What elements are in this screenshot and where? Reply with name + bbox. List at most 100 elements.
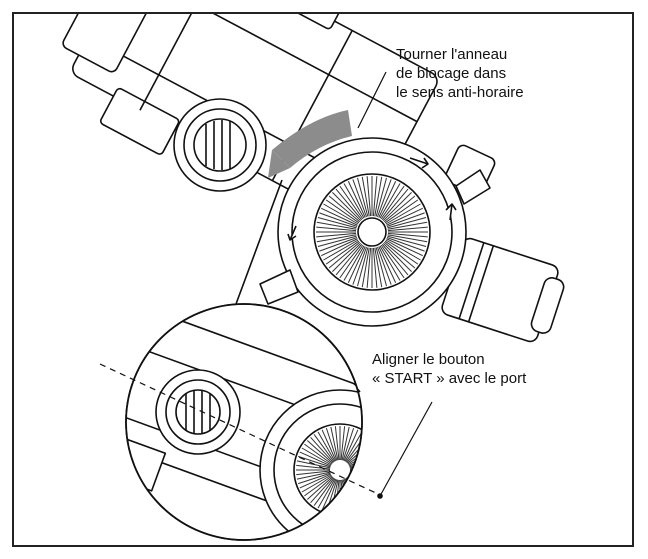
grill-slot xyxy=(348,474,362,493)
grill-slot xyxy=(339,185,364,220)
grill-slot xyxy=(383,195,416,223)
lens-guide-top xyxy=(235,179,283,305)
grill-slot xyxy=(316,226,357,232)
grill-slot xyxy=(334,426,340,461)
grill-slot xyxy=(296,470,331,476)
grill-slot xyxy=(380,244,405,279)
grill-slot xyxy=(386,237,425,252)
grill-slot xyxy=(343,429,359,462)
left-port xyxy=(173,98,267,192)
grill-slot xyxy=(380,185,405,220)
grill-slot xyxy=(316,234,357,243)
grill-slot xyxy=(306,476,333,500)
grill-slot xyxy=(372,247,378,288)
ring-instruction-line-2: de blocage dans xyxy=(396,65,507,82)
alignment-dashed-line xyxy=(99,363,379,495)
grill-slot xyxy=(297,472,331,485)
grill-slot xyxy=(306,440,333,464)
grill-slot xyxy=(344,431,362,462)
grill-slot xyxy=(335,243,363,276)
start-instruction-callout: Aligner le bouton « START » avec le port xyxy=(372,350,526,388)
grill-slot xyxy=(310,477,334,504)
grill-slot xyxy=(339,244,364,279)
rotation-arrow-head xyxy=(268,150,290,178)
grill-slot xyxy=(332,192,362,222)
grill-slot xyxy=(347,181,366,218)
ring-direction-arrows xyxy=(287,157,457,241)
grill-slot xyxy=(374,247,383,288)
grill-slot xyxy=(379,183,401,219)
grill-slot xyxy=(321,478,337,511)
grill-slot xyxy=(352,179,367,218)
ring-instruction-callout: Tourner l'anneau de blocage dans le sens… xyxy=(396,45,524,102)
grill-slot xyxy=(386,212,425,227)
grill-slot xyxy=(345,434,362,463)
grill-slot xyxy=(313,477,335,506)
grill-slot xyxy=(374,176,383,217)
grill-slot xyxy=(349,471,362,480)
grill-slot xyxy=(385,203,421,225)
grill-slot xyxy=(375,247,387,287)
grill-slot xyxy=(317,431,336,462)
grill-slot xyxy=(384,199,419,224)
grill-slot xyxy=(328,195,361,223)
grill-slot xyxy=(297,455,331,468)
grill-slot xyxy=(304,443,333,465)
grill-slot xyxy=(319,212,358,227)
grill-slot xyxy=(321,429,337,462)
grill-slot xyxy=(313,434,335,463)
locking-ring xyxy=(259,137,491,327)
leader-ring xyxy=(357,71,387,129)
grill-slot xyxy=(387,235,427,247)
grill-slot xyxy=(299,451,332,467)
grill-slot xyxy=(377,179,392,218)
grill-slot xyxy=(387,234,428,243)
grill-slot xyxy=(357,247,369,287)
grill-slot xyxy=(345,477,362,506)
strainer-grill xyxy=(316,176,428,288)
grill-slot xyxy=(352,246,367,285)
grill-slot xyxy=(349,464,362,470)
grill-slot xyxy=(382,192,412,222)
grill-slot xyxy=(372,176,378,217)
grill-slot xyxy=(323,239,359,261)
grill-slot xyxy=(384,240,419,265)
grill-slot xyxy=(321,238,358,257)
grill-slot xyxy=(387,221,428,230)
grill-slot xyxy=(342,427,355,461)
grill-slot xyxy=(310,436,334,463)
grill-slot xyxy=(349,470,362,476)
grill-slot xyxy=(357,177,369,217)
grill-slot xyxy=(343,183,365,219)
grill-slot xyxy=(387,232,428,238)
grill-slot xyxy=(385,239,421,261)
grill-slot xyxy=(349,472,362,485)
grill-slot xyxy=(343,245,365,281)
grill-slot xyxy=(347,246,366,283)
grill-slot xyxy=(361,247,370,288)
grill-slot xyxy=(340,426,346,461)
grill-slot xyxy=(296,471,331,480)
grill-slot xyxy=(381,243,409,276)
grill-slot xyxy=(348,473,362,489)
grill-slot xyxy=(387,217,427,229)
grill-slot xyxy=(361,176,370,217)
magnified-inset xyxy=(125,303,363,541)
grill-slot xyxy=(383,241,416,269)
grill-slot xyxy=(378,246,397,283)
start-instruction-line-2: « START » avec le port xyxy=(372,370,527,387)
grill-slot xyxy=(343,478,359,511)
grill-slot xyxy=(317,478,336,509)
leader-start xyxy=(379,401,433,497)
grill-slot xyxy=(325,199,360,224)
grill-slot xyxy=(347,476,362,500)
grill-slot xyxy=(382,242,412,272)
grill-slot xyxy=(378,181,397,218)
grill-slot xyxy=(330,426,339,461)
grill-slot xyxy=(325,240,360,265)
grill-slot xyxy=(387,226,428,232)
grill-slot xyxy=(301,474,332,493)
grill-slot xyxy=(381,188,409,221)
grill-slot xyxy=(304,475,333,497)
